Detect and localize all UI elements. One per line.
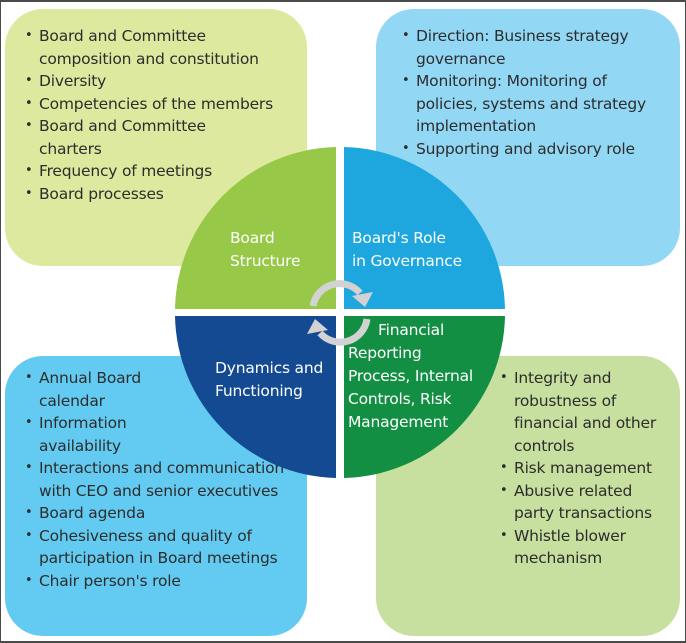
list-item: Chair person's role [21,570,307,593]
list-item: Integrity and robustness of financial an… [496,367,664,457]
boards-role-label: Board's Role in Governance [352,227,462,273]
label-line: Process, Internal [348,367,473,385]
label-line: Functioning [215,382,303,400]
list-item: Interactions and communication with CEO … [21,457,289,502]
dynamics-quadrant [175,316,336,478]
list-item: Board processes [21,183,307,206]
list-item: Information availability [21,412,149,457]
cycle-arrow-top [309,280,363,307]
label-line: Reporting [348,344,422,362]
list-item: Diversity [21,70,307,93]
label-line: Structure [230,252,301,270]
list-item: Monitoring: Monitoring of policies, syst… [398,70,654,138]
boards-role-quadrant [344,147,505,309]
financial-quadrant [344,316,505,478]
label-line: Board's Role [352,229,446,247]
financial-list: Integrity and robustness of financial an… [496,367,680,570]
cycle-arrowhead-top [352,292,373,307]
list-item: Competencies of the members [21,93,307,116]
list-item: Board agenda [21,502,307,525]
label-line: in Governance [352,252,462,270]
board-structure-quadrant [175,147,336,309]
label-line: Management [348,413,449,431]
board-structure-label: Board Structure [230,227,301,273]
list-item: Board and Committee charters [21,115,219,160]
cycle-arrows-icon [307,280,373,346]
list-item: Risk management [496,457,680,480]
list-item: Cohesiveness and quality of participatio… [21,525,305,570]
dynamics-details-box: Annual Board calendar Information availa… [5,356,307,636]
cycle-arrowhead-bottom [307,319,328,334]
list-item: Annual Board calendar [21,367,159,412]
board-structure-list: Board and Committee composition and cons… [21,25,307,205]
cycle-arrow-bottom [317,318,371,346]
financial-label: Financial Reporting Process, Internal Co… [348,319,473,434]
label-line: Dynamics and [215,359,324,377]
dynamics-label: Dynamics and Functioning [215,357,323,403]
dynamics-list: Annual Board calendar Information availa… [21,367,307,592]
list-item: Abusive related party transactions [496,480,664,525]
list-item: Supporting and advisory role [398,138,680,161]
label-line: Controls, Risk [348,390,452,408]
label-line: Board [230,229,275,247]
list-item: Whistle blower mechanism [496,525,654,570]
list-item: Direction: Business strategy governance [398,25,646,70]
list-item: Board and Committee composition and cons… [21,25,275,70]
boards-role-list: Direction: Business strategy governance … [398,25,680,160]
list-item: Frequency of meetings [21,160,307,183]
label-line: Financial [378,321,445,339]
